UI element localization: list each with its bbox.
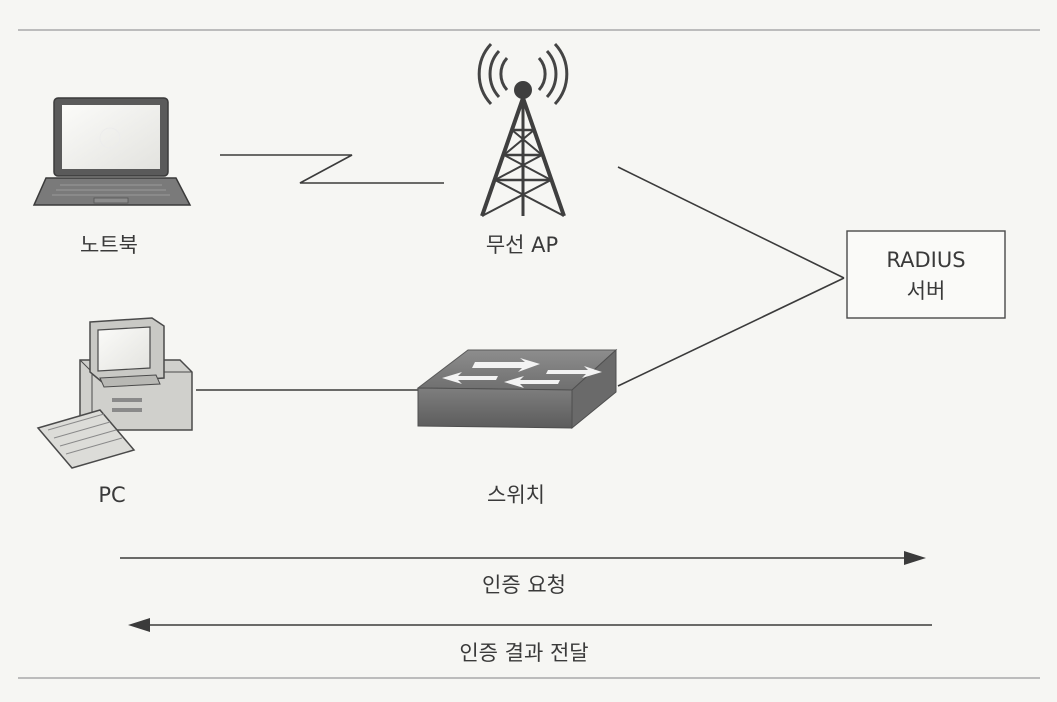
pc-label: PC <box>98 483 125 507</box>
response-label: 인증 결과 전달 <box>459 641 588 665</box>
request-arrowhead <box>904 551 926 565</box>
response-arrowhead <box>128 618 150 632</box>
switch-radius-link <box>617 277 845 387</box>
pc-icon <box>36 317 193 469</box>
switch-icon <box>416 348 618 430</box>
switch-label: 스위치 <box>487 483 545 507</box>
radius-server-box <box>846 230 1006 319</box>
ap-label: 무선 AP <box>486 233 558 257</box>
wireless-link <box>220 154 444 184</box>
radius-label-line1: RADIUS <box>886 248 965 272</box>
ap-radius-link <box>617 166 845 279</box>
request-label: 인증 요청 <box>482 573 566 597</box>
laptop-label: 노트북 <box>80 233 138 257</box>
wireless-ap-icon <box>477 42 569 217</box>
laptop-icon <box>32 97 192 206</box>
radius-label-line2: 서버 <box>907 279 946 303</box>
